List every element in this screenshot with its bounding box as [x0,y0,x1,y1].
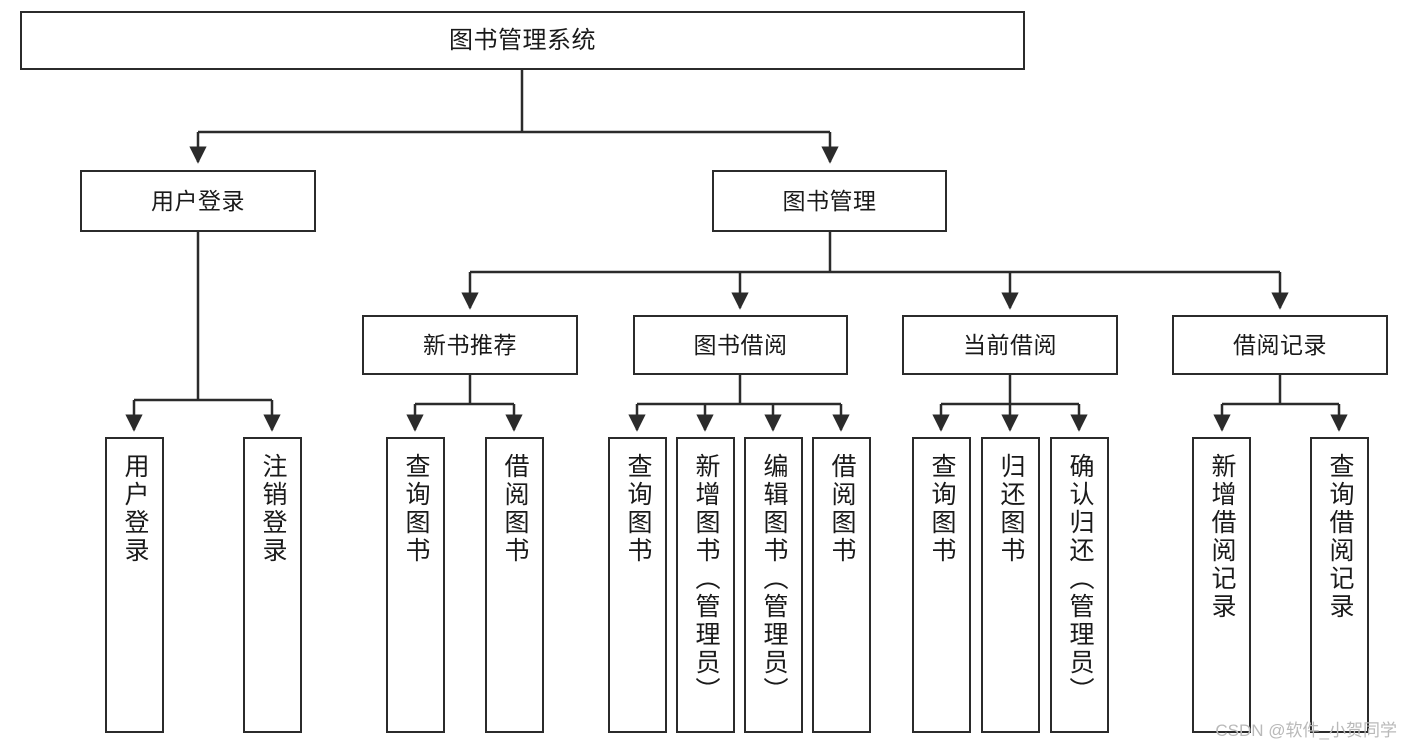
node-borrow-record[interactable]: 借阅记录 [1172,315,1388,375]
leaf-user-login-label: 用户登录 [121,453,149,565]
leaf-add-book-admin-label: 新增图书（管理员） [692,453,720,705]
node-new-book-recommend[interactable]: 新书推荐 [362,315,578,375]
csdn-watermark: CSDN @软件_小贺同学 [1215,721,1397,740]
node-new-book-recommend-label: 新书推荐 [423,331,517,358]
leaf-add-borrow-record-label: 新增借阅记录 [1208,453,1236,621]
leaf-query-book-borrow-label: 查询图书 [624,453,652,565]
leaf-borrow-book-recommend[interactable]: 借阅图书 [485,437,544,733]
leaf-query-book-current[interactable]: 查询图书 [912,437,971,733]
node-user-login-label: 用户登录 [151,187,245,214]
leaf-query-borrow-record-label: 查询借阅记录 [1326,453,1354,621]
node-user-login[interactable]: 用户登录 [80,170,316,232]
node-book-management[interactable]: 图书管理 [712,170,947,232]
leaf-logout-label: 注销登录 [259,453,287,565]
node-root[interactable]: 图书管理系统 [20,11,1025,70]
node-book-management-label: 图书管理 [782,187,877,214]
leaf-return-book-label: 归还图书 [997,453,1025,565]
leaf-query-borrow-record[interactable]: 查询借阅记录 [1310,437,1369,733]
leaf-user-login[interactable]: 用户登录 [105,437,164,733]
leaf-add-book-admin[interactable]: 新增图书（管理员） [676,437,735,733]
leaf-logout[interactable]: 注销登录 [243,437,302,733]
leaf-add-borrow-record[interactable]: 新增借阅记录 [1192,437,1251,733]
leaf-query-book-current-label: 查询图书 [928,453,956,565]
leaf-borrow-book[interactable]: 借阅图书 [812,437,871,733]
node-book-borrow[interactable]: 图书借阅 [633,315,848,375]
leaf-edit-book-admin-label: 编辑图书（管理员） [760,453,788,705]
leaf-confirm-return-admin[interactable]: 确认归还（管理员） [1050,437,1109,733]
leaf-confirm-return-admin-label: 确认归还（管理员） [1066,453,1094,705]
node-current-borrow[interactable]: 当前借阅 [902,315,1118,375]
leaf-query-book-borrow[interactable]: 查询图书 [608,437,667,733]
leaf-edit-book-admin[interactable]: 编辑图书（管理员） [744,437,803,733]
leaf-query-book-recommend[interactable]: 查询图书 [386,437,445,733]
node-current-borrow-label: 当前借阅 [963,331,1057,358]
node-borrow-record-label: 借阅记录 [1233,331,1327,358]
leaf-query-book-recommend-label: 查询图书 [402,453,430,565]
leaf-borrow-book-label: 借阅图书 [828,453,856,565]
leaf-return-book[interactable]: 归还图书 [981,437,1040,733]
leaf-borrow-book-recommend-label: 借阅图书 [501,453,529,565]
node-book-borrow-label: 图书借阅 [693,331,788,358]
node-root-label: 图书管理系统 [449,26,596,54]
